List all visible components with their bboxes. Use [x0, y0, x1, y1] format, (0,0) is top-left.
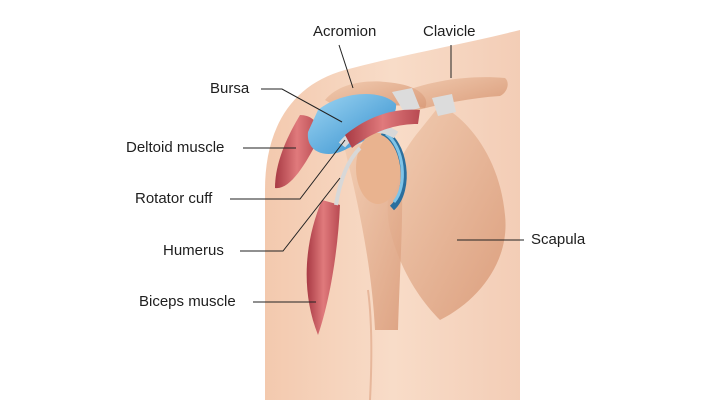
label-humerus: Humerus [163, 242, 224, 259]
label-scapula: Scapula [531, 231, 586, 248]
leader-bursa [261, 88, 343, 123]
ligament [432, 94, 456, 116]
label-clavicle: Clavicle [423, 23, 476, 40]
biceps-tendon [334, 146, 362, 206]
articular-cartilage-light [385, 132, 404, 203]
label-rotator-cuff: Rotator cuff [135, 190, 213, 207]
supraspinatus-muscle [345, 109, 420, 148]
biceps-muscle [306, 200, 340, 335]
label-biceps: Biceps muscle [139, 293, 236, 310]
label-acromion: Acromion [313, 23, 377, 40]
label-deltoid: Deltoid muscle [126, 139, 225, 156]
bursa-sac [307, 93, 397, 154]
leader-acromion [338, 44, 354, 89]
leader-rotator-cuff [230, 139, 346, 200]
leader-humerus [240, 177, 341, 252]
arm-torso-crease [367, 289, 373, 401]
label-bursa: Bursa [210, 80, 250, 97]
ligament [392, 88, 420, 112]
humeral-head [356, 132, 400, 204]
scapula-bone [387, 105, 506, 320]
